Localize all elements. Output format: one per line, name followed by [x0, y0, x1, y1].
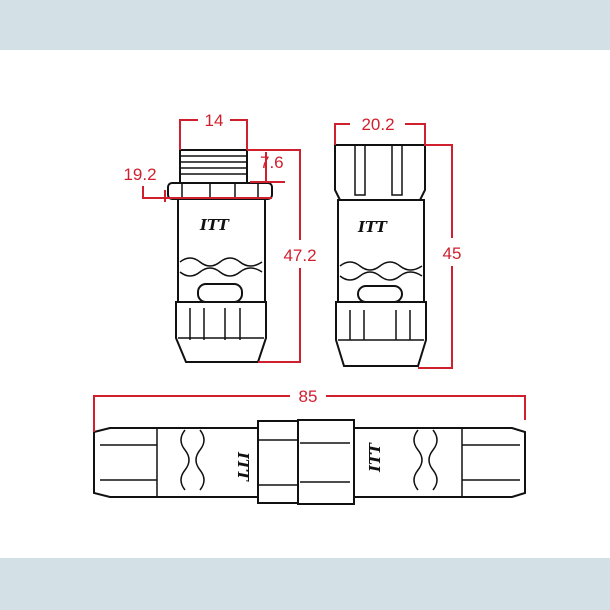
plug-connector: ITT	[167, 149, 273, 363]
svg-text:ITT: ITT	[357, 218, 389, 236]
dim-thread-width: 14	[205, 111, 224, 130]
svg-text:ITT: ITT	[234, 451, 252, 483]
dim-nut-width: 19.2	[123, 165, 156, 184]
dimension-lines	[93, 119, 526, 432]
dim-socket-width: 20.2	[361, 115, 394, 134]
dim-plug-length: 47.2	[283, 246, 316, 265]
logo: ITT	[199, 216, 231, 234]
top-band	[0, 0, 610, 50]
dim-assembled-length: 85	[299, 387, 318, 406]
socket-connector: ITT	[334, 144, 427, 367]
dim-socket-length: 45	[443, 244, 462, 263]
bottom-band	[0, 558, 610, 610]
dim-thread-length: 7.6	[260, 153, 284, 172]
svg-text:ITT: ITT	[366, 441, 384, 473]
assembled-connector: ITT ITT	[93, 419, 526, 505]
